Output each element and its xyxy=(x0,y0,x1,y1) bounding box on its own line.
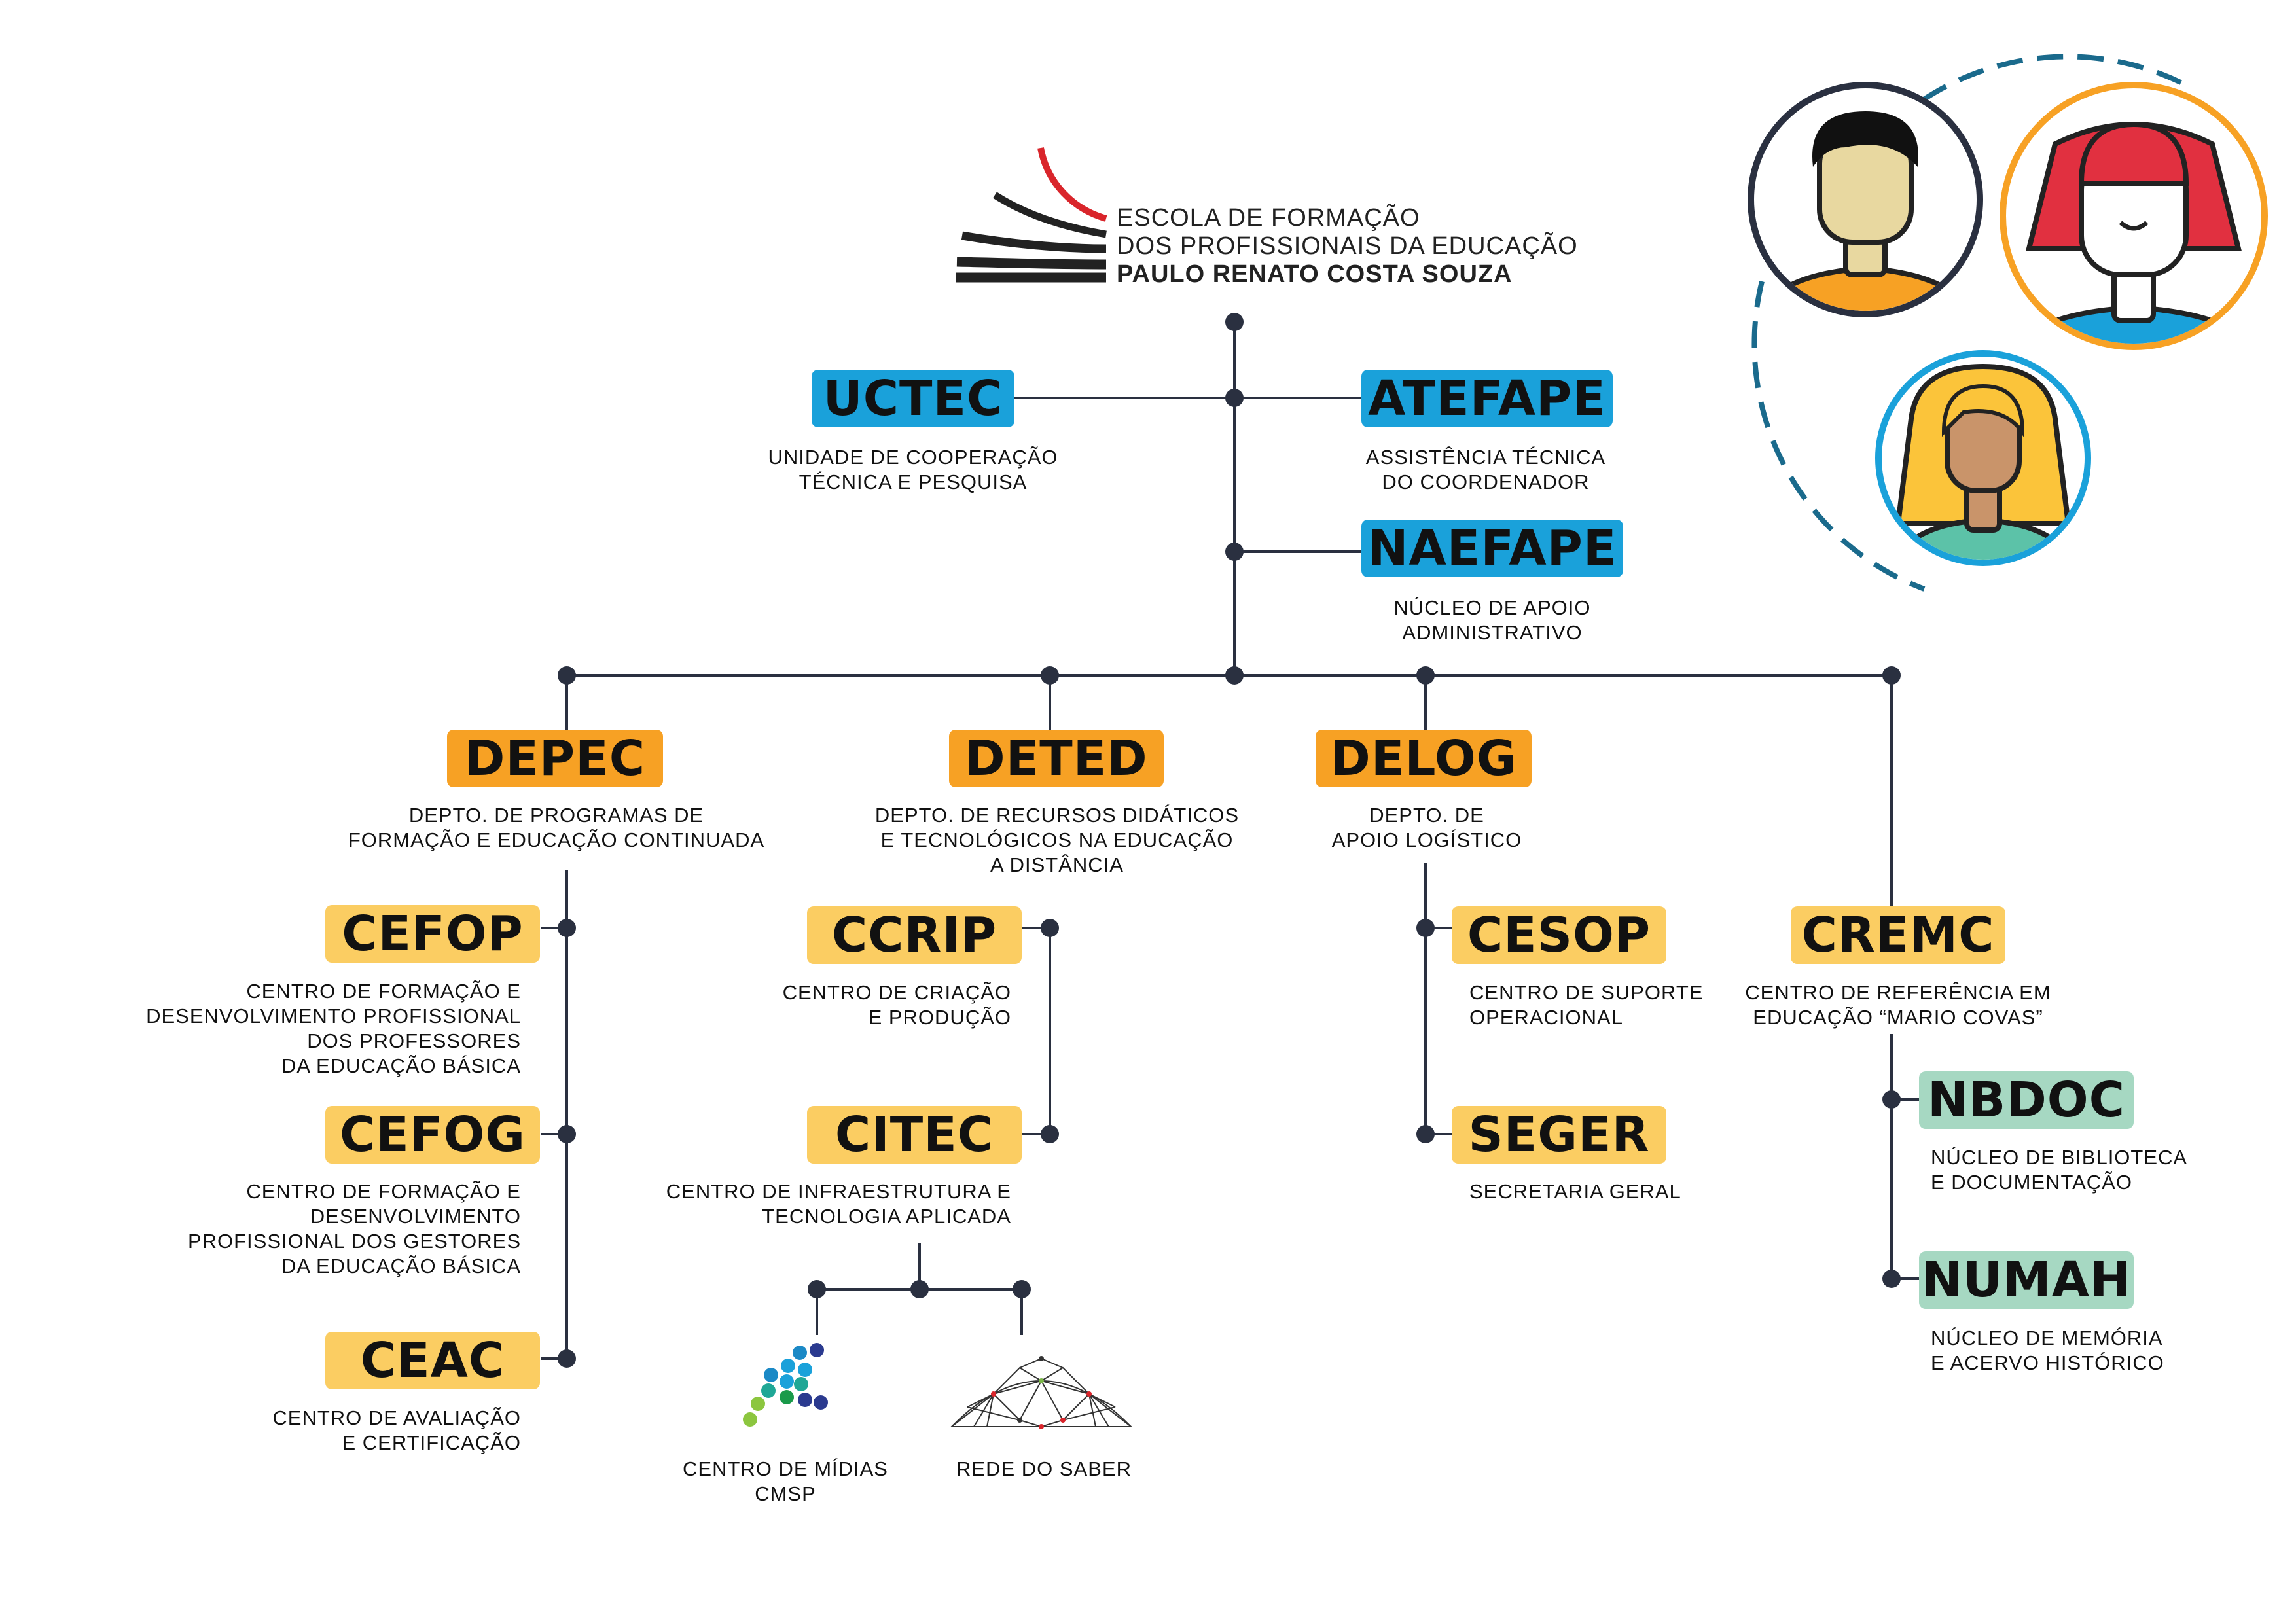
atefape-box: ATEFAPE xyxy=(1361,370,1613,427)
cremc-box: CREMC xyxy=(1791,906,2005,964)
cefog-description: CENTRO DE FORMAÇÃO E DESENVOLVIMENTO PRO… xyxy=(187,1180,521,1277)
cesop-box: CESOP xyxy=(1452,906,1666,964)
cefop-box: CEFOP xyxy=(325,905,540,963)
ccrip-description: CENTRO DE CRIAÇÃO E PRODUÇÃO xyxy=(782,981,1011,1029)
citec-description: CENTRO DE INFRAESTRUTURA E TECNOLOGIA AP… xyxy=(666,1180,1011,1228)
ceac-description: CENTRO DE AVALIAÇÃO E CERTIFICAÇÃO xyxy=(272,1406,521,1454)
seger-box: SEGER xyxy=(1452,1106,1666,1164)
nbdoc-description: NÚCLEO DE BIBLIOTECA E DOCUMENTAÇÃO xyxy=(1931,1146,2188,1194)
school-logo-mark xyxy=(956,147,1107,283)
rede-do-saber-label: REDE DO SABER xyxy=(956,1457,1132,1480)
naefape-box: NAEFAPE xyxy=(1361,520,1623,577)
cmsp-label: CENTRO DE MÍDIAS CMSP xyxy=(683,1457,888,1505)
numah-description: NÚCLEO DE MEMÓRIA E ACERVO HISTÓRICO xyxy=(1931,1327,2164,1374)
delog-box: DELOG xyxy=(1316,730,1532,787)
ccrip-box: CCRIP xyxy=(807,906,1022,964)
cesop-description: CENTRO DE SUPORTE OPERACIONAL xyxy=(1469,981,1704,1029)
woman-blonde-avatar-icon xyxy=(1875,350,2091,566)
cremc-description: CENTRO DE REFERÊNCIA EM EDUCAÇÃO “MARIO … xyxy=(1745,981,2051,1029)
woman-red-hair-avatar-icon xyxy=(2000,82,2268,350)
nbdoc-box: NBDOC xyxy=(1919,1071,2134,1129)
ceac-box: CEAC xyxy=(325,1332,540,1389)
logo-line-1: ESCOLA DE FORMAÇÃO xyxy=(1117,204,1420,232)
depec-box: DEPEC xyxy=(447,730,663,787)
deted-description: DEPTO. DE RECURSOS DIDÁTICOS E TECNOLÓGI… xyxy=(874,804,1240,876)
logo-line-2: DOS PROFISSIONAIS DA EDUCAÇÃO xyxy=(1117,232,1578,260)
naefape-description: NÚCLEO DE APOIO ADMINISTRATIVO xyxy=(1393,596,1591,644)
delog-description: DEPTO. DE APOIO LOGÍSTICO xyxy=(1331,804,1522,851)
depec-description: DEPTO. DE PROGRAMAS DE FORMAÇÃO E EDUCAÇ… xyxy=(348,804,765,851)
atefape-description: ASSISTÊNCIA TÉCNICA DO COORDENADOR xyxy=(1365,446,1606,493)
numah-box: NUMAH xyxy=(1919,1251,2134,1309)
cefog-box: CEFOG xyxy=(325,1106,540,1164)
citec-box: CITEC xyxy=(807,1106,1022,1164)
uctec-description: UNIDADE DE COOPERAÇÃO TÉCNICA E PESQUISA xyxy=(768,446,1058,493)
centro-de-midias-logo xyxy=(743,1343,828,1427)
people-illustration xyxy=(1748,54,2268,592)
seger-description: SECRETARIA GERAL xyxy=(1469,1180,1681,1203)
school-logo-text: ESCOLA DE FORMAÇÃO DOS PROFISSIONAIS DA … xyxy=(1117,204,1578,289)
logo-line-3: PAULO RENATO COSTA SOUZA xyxy=(1117,260,1513,288)
geodesic-dome-icon xyxy=(950,1356,1133,1429)
cefop-description: CENTRO DE FORMAÇÃO E DESENVOLVIMENTO PRO… xyxy=(146,980,521,1077)
uctec-box: UCTEC xyxy=(812,370,1014,427)
deted-box: DETED xyxy=(949,730,1164,787)
man-avatar-icon xyxy=(1748,82,1983,317)
